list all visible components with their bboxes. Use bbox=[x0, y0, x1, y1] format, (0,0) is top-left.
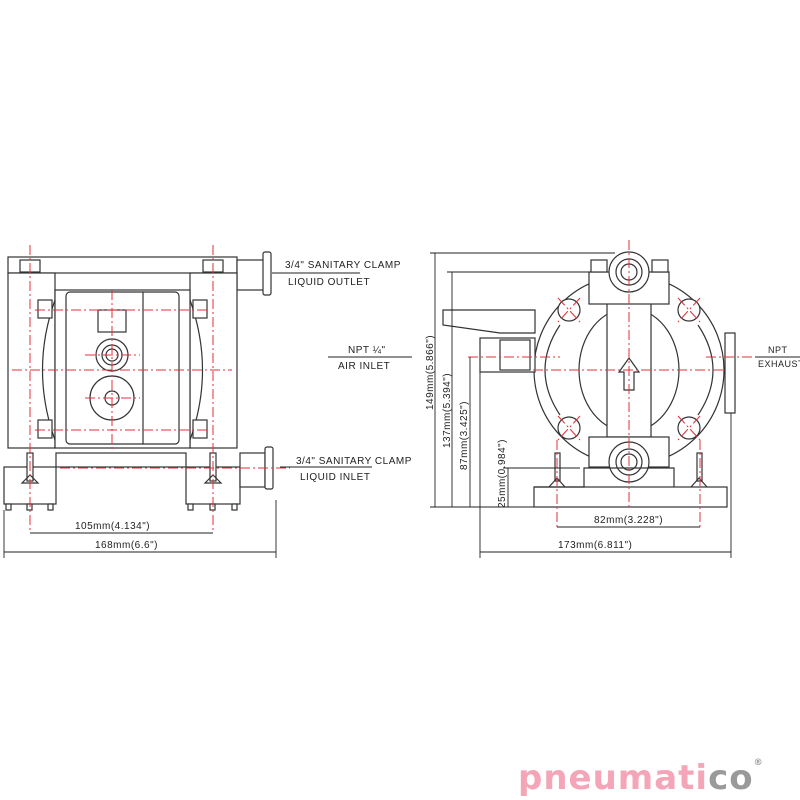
dim-height-air: 87mm(3.425") bbox=[459, 401, 470, 470]
valve-handle bbox=[442, 309, 536, 334]
dim-height-outlet: 137mm(5.394") bbox=[442, 373, 453, 448]
air-label-2: AIR INLET bbox=[338, 361, 390, 372]
bolt bbox=[192, 419, 208, 439]
outlet-flange bbox=[262, 251, 272, 296]
dim-height-inlet: 25mm(0.984") bbox=[497, 439, 508, 508]
outlet-label-1: 3/4" SANITARY CLAMP bbox=[285, 260, 401, 271]
exhaust-label-2: EXHAUST bbox=[758, 359, 800, 369]
side-view bbox=[430, 240, 800, 558]
logo-text-tail: co bbox=[708, 758, 754, 798]
base bbox=[533, 486, 728, 508]
front-view bbox=[3, 245, 412, 558]
logo-text-main: pneumati bbox=[518, 758, 709, 798]
outlet-label-2: LIQUID OUTLET bbox=[288, 277, 370, 288]
dim-front-mount: 105mm(4.134") bbox=[75, 521, 150, 532]
inlet-pipe bbox=[239, 452, 266, 488]
dim-front-width: 168mm(6.6") bbox=[95, 540, 158, 551]
registered-mark: ® bbox=[753, 758, 764, 768]
exhaust-label-1: NPT bbox=[768, 345, 788, 355]
dim-side-mount: 82mm(3.228") bbox=[594, 515, 663, 526]
bolt bbox=[192, 299, 208, 319]
inlet-label-1: 3/4" SANITARY CLAMP bbox=[296, 456, 412, 467]
inlet-label-2: LIQUID INLET bbox=[300, 472, 370, 483]
dim-side-width: 173mm(6.811") bbox=[558, 540, 632, 551]
outlet-pipe bbox=[236, 259, 266, 291]
air-label-1: NPT ¼" bbox=[348, 344, 386, 356]
dim-height-total: 149mm(5.866") bbox=[425, 335, 436, 410]
bolt bbox=[37, 299, 53, 319]
brand-logo: pneumatico® bbox=[518, 758, 764, 798]
bolt bbox=[37, 419, 53, 439]
